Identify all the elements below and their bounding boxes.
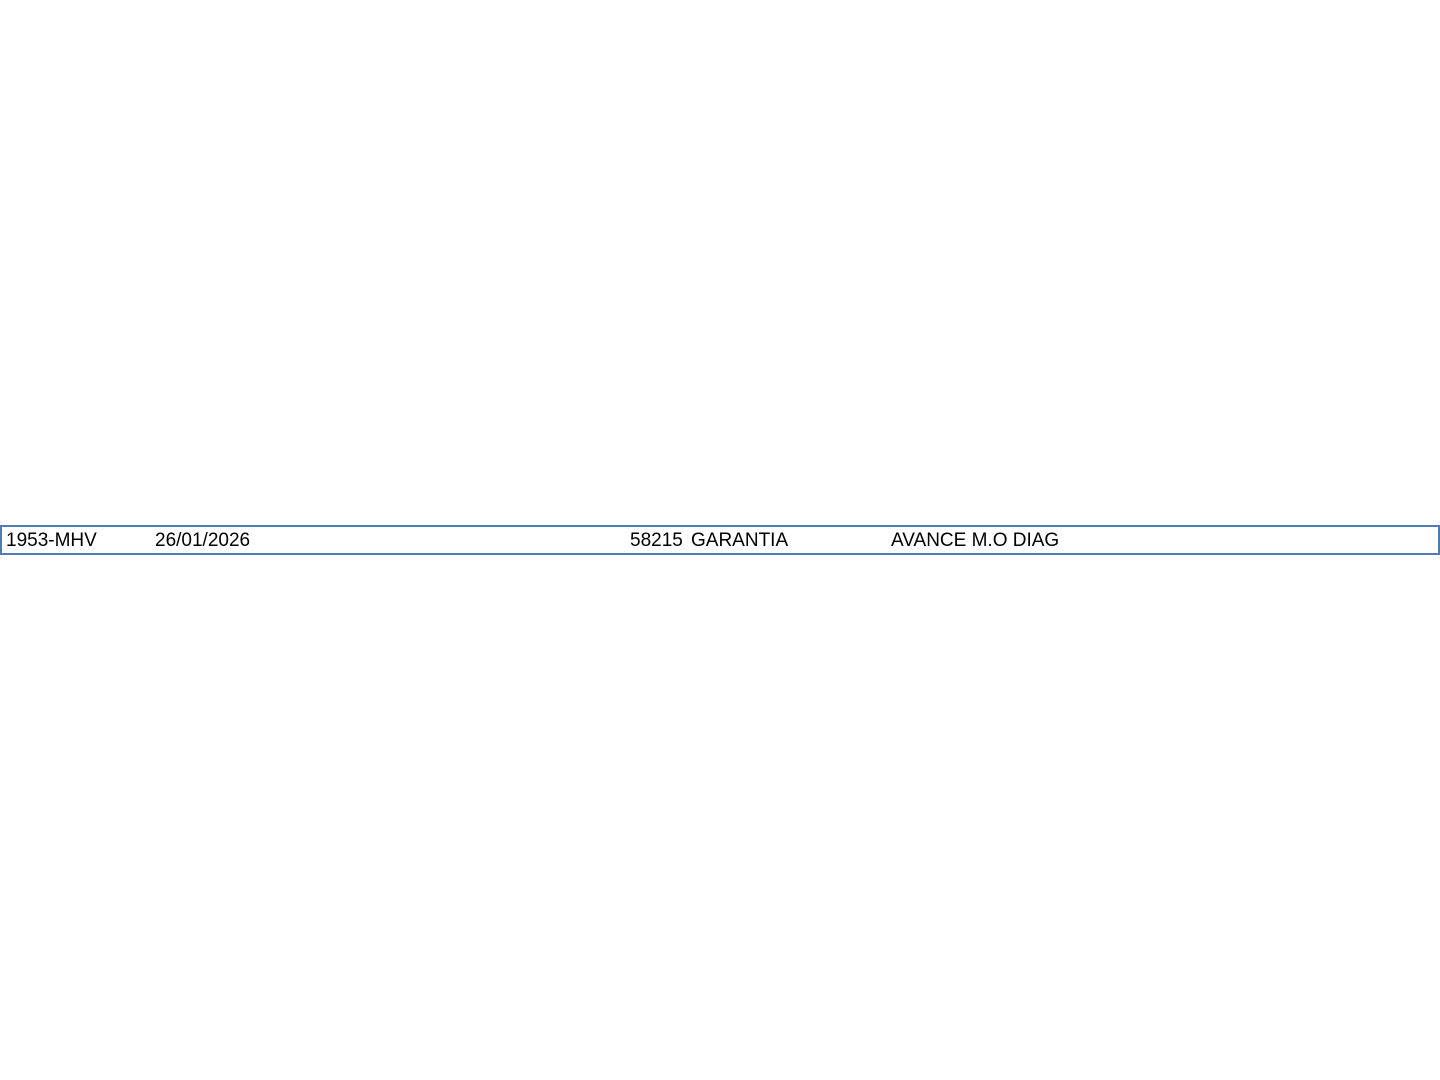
- table-row: 1953-MHV 26/01/2026 58215 GARANTIA AVANC…: [0, 525, 1440, 555]
- date-cell: 26/01/2026: [155, 530, 251, 551]
- description-cell: AVANCE M.O DIAG: [891, 530, 1060, 551]
- number-cell: 58215: [630, 530, 683, 551]
- plate-cell: 1953-MHV: [6, 530, 97, 551]
- type-cell: GARANTIA: [691, 530, 789, 551]
